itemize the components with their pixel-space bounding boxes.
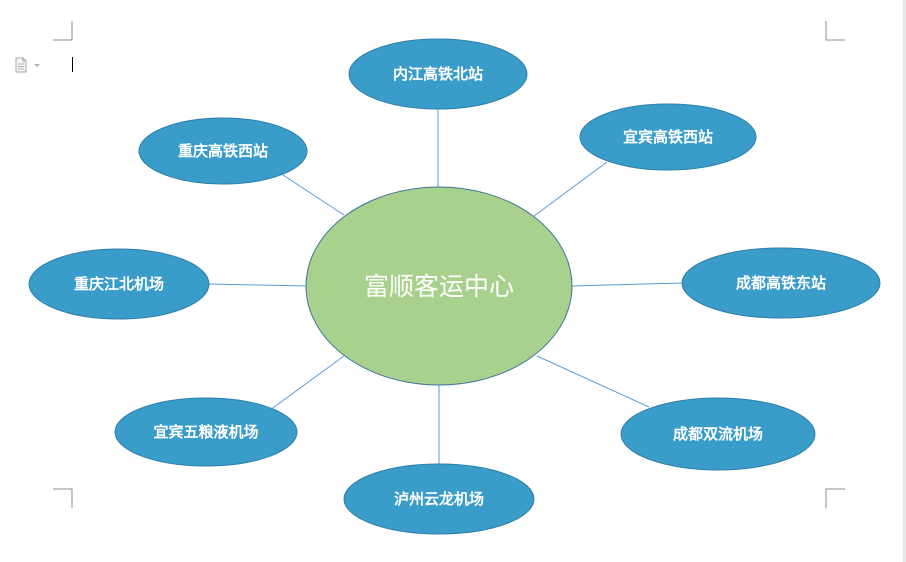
connector-chengdu-shuangliu <box>536 355 650 408</box>
connectors <box>208 108 684 466</box>
connector-chengdu-east <box>571 282 684 287</box>
document-icon <box>15 57 27 73</box>
node-yibin-west[interactable]: 宜宾高铁西站 <box>579 103 757 171</box>
connector-yibin-wuliangye <box>269 355 345 411</box>
node-label: 宜宾高铁西站 <box>623 128 713 146</box>
crop-mark-bottom-right <box>825 488 845 508</box>
connector-yibin-west <box>533 161 608 217</box>
node-luzhou-yunlong[interactable]: 泸州云龙机场 <box>343 463 535 535</box>
node-yibin-wuliangye[interactable]: 宜宾五粮液机场 <box>114 397 298 467</box>
node-label: 重庆高铁西站 <box>178 142 268 160</box>
node-chongqing-west[interactable]: 重庆高铁西站 <box>138 117 308 185</box>
node-label: 重庆江北机场 <box>74 275 164 293</box>
center-node-label: 富顺客运中心 <box>364 272 514 301</box>
node-neijiang-north[interactable]: 内江高铁北站 <box>348 38 528 110</box>
node-chongqing-jiangbei[interactable]: 重庆江北机场 <box>28 248 210 320</box>
connector-chongqing-west <box>282 174 345 216</box>
connector-chongqing-jiangbei <box>208 283 307 287</box>
text-cursor <box>72 57 73 72</box>
node-chengdu-shuangliu[interactable]: 成都双流机场 <box>620 397 816 471</box>
page-edge <box>903 0 906 562</box>
node-label: 宜宾五粮液机场 <box>153 423 258 441</box>
node-label: 成都高铁东站 <box>736 274 826 292</box>
node-label: 内江高铁北站 <box>393 65 483 83</box>
paste-options-button[interactable] <box>14 57 42 73</box>
crop-mark-top-right <box>825 21 845 41</box>
node-chengdu-east[interactable]: 成都高铁东站 <box>681 247 881 319</box>
crop-mark-bottom-left <box>53 488 73 508</box>
center-node[interactable]: 富顺客运中心 <box>305 186 573 386</box>
dropdown-arrow-icon <box>34 64 40 67</box>
node-label: 成都双流机场 <box>673 425 763 443</box>
node-label: 泸州云龙机场 <box>394 490 484 508</box>
crop-mark-top-left <box>53 21 73 41</box>
